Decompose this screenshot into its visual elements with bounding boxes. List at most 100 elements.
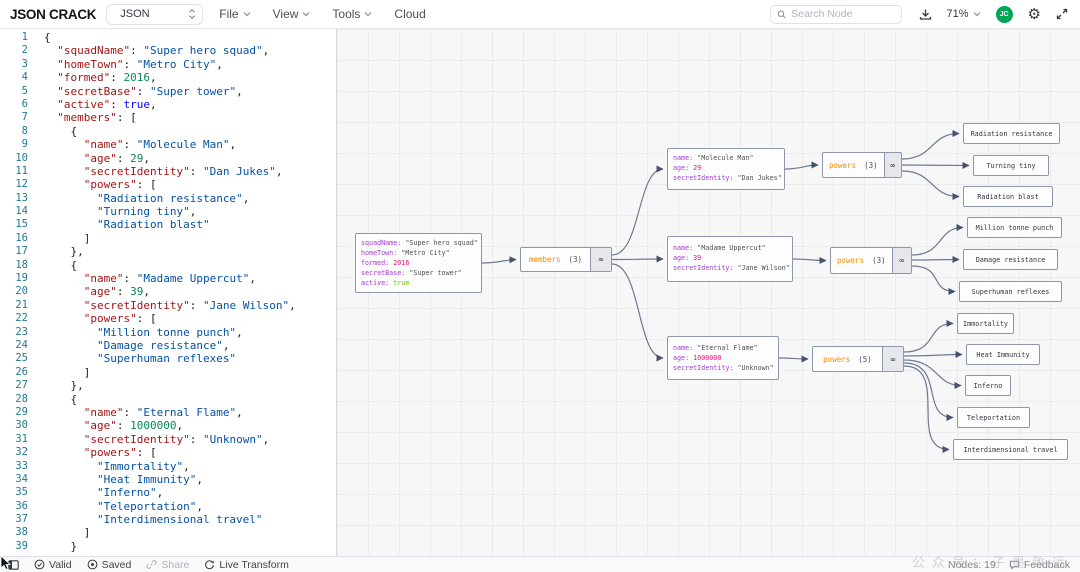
menu-file[interactable]: File bbox=[219, 7, 251, 21]
menu-bar: File View Tools Cloud bbox=[219, 7, 426, 21]
format-select[interactable]: JSON bbox=[106, 3, 204, 25]
graph-leaf-radiation-resistance[interactable]: Radiation resistance bbox=[963, 123, 1060, 144]
graph-node-root[interactable]: squadName"Super hero squad"homeTown"Metr… bbox=[355, 233, 482, 293]
line-number: 39 bbox=[15, 539, 28, 552]
graph-leaf-immortality[interactable]: Immortality bbox=[957, 313, 1014, 334]
graph-node-eternal-flame[interactable]: name"Eternal Flame"age1000000secretIdent… bbox=[667, 336, 779, 380]
graph-leaf-radiation-blast[interactable]: Radiation blast bbox=[963, 186, 1053, 207]
line-number: 23 bbox=[15, 325, 28, 338]
settings-button[interactable]: ⚙ bbox=[1028, 7, 1041, 22]
user-avatar[interactable]: JC bbox=[995, 5, 1013, 23]
graph-node-madame-uppercut[interactable]: name"Madame Uppercut"age39secretIdentity… bbox=[667, 236, 793, 282]
code-line: 13 "Radiation resistance", bbox=[0, 192, 336, 205]
line-number: 21 bbox=[15, 298, 28, 311]
code-line: 8 { bbox=[0, 125, 336, 138]
code-line: 14 "Turning tiny", bbox=[0, 205, 336, 218]
link-icon: ∞ bbox=[598, 255, 604, 264]
line-number: 19 bbox=[15, 272, 28, 285]
code-line: 4 "formed": 2016, bbox=[0, 71, 336, 84]
app-logo[interactable]: JSON CRACK bbox=[10, 6, 97, 22]
line-number: 37 bbox=[15, 513, 28, 526]
feedback-button[interactable]: Feedback bbox=[1009, 559, 1070, 571]
share-link-icon bbox=[146, 560, 157, 569]
graph-node-powers-3[interactable]: powers (5) ∞ bbox=[812, 346, 904, 372]
code-line: 16 ] bbox=[0, 232, 336, 245]
line-number: 31 bbox=[15, 432, 28, 445]
menu-tools[interactable]: Tools bbox=[332, 7, 372, 21]
chevron-down-icon bbox=[364, 12, 372, 17]
menu-view[interactable]: View bbox=[273, 7, 311, 21]
code-line: 9 "name": "Molecule Man", bbox=[0, 138, 336, 151]
line-number: 18 bbox=[15, 258, 28, 271]
graph-leaf-million-tonne-punch[interactable]: Million tonne punch bbox=[967, 217, 1062, 238]
code-line: 7 "members": [ bbox=[0, 111, 336, 124]
zoom-control[interactable]: 71% bbox=[947, 8, 981, 20]
code-line: 30 "age": 1000000, bbox=[0, 419, 336, 432]
code-line: 12 "powers": [ bbox=[0, 178, 336, 191]
line-number: 20 bbox=[15, 285, 28, 298]
graph-node-powers-1[interactable]: powers (3) ∞ bbox=[822, 152, 902, 178]
autosave-icon bbox=[87, 559, 97, 570]
graph-node-molecule-man[interactable]: name"Molecule Man"age29secretIdentity"Da… bbox=[667, 148, 785, 190]
line-number: 17 bbox=[15, 245, 28, 258]
live-transform-toggle[interactable]: Live Transform bbox=[204, 559, 289, 571]
code-line: 22 "powers": [ bbox=[0, 312, 336, 325]
menu-cloud[interactable]: Cloud bbox=[394, 7, 426, 21]
refresh-icon bbox=[205, 560, 215, 570]
line-number: 27 bbox=[15, 379, 28, 392]
code-line: 10 "age": 29, bbox=[0, 152, 336, 165]
line-number: 30 bbox=[15, 419, 28, 432]
line-number: 12 bbox=[15, 178, 28, 191]
graph-canvas[interactable]: squadName"Super hero squad"homeTown"Metr… bbox=[337, 29, 1080, 556]
line-number: 11 bbox=[15, 164, 28, 177]
json-editor[interactable]: 1{2 "squadName": "Super hero squad",3 "h… bbox=[0, 29, 337, 556]
collapse-node-button[interactable]: ∞ bbox=[590, 248, 611, 271]
search-icon bbox=[777, 9, 786, 19]
graph-leaf-interdimensional-travel[interactable]: Interdimensional travel bbox=[953, 439, 1068, 460]
download-button[interactable] bbox=[919, 8, 932, 21]
collapse-node-button[interactable]: ∞ bbox=[891, 248, 911, 273]
code-line: 36 "Teleportation", bbox=[0, 500, 336, 513]
collapse-node-button[interactable]: ∞ bbox=[882, 347, 903, 371]
graph-node-powers-2[interactable]: powers (3) ∞ bbox=[830, 247, 912, 274]
collapse-node-button[interactable]: ∞ bbox=[883, 153, 901, 177]
line-number: 8 bbox=[21, 124, 28, 137]
code-line: 19 "name": "Madame Uppercut", bbox=[0, 272, 336, 285]
node-count: (3) bbox=[872, 256, 886, 265]
code-line: 33 "Immortality", bbox=[0, 460, 336, 473]
line-number: 5 bbox=[21, 84, 28, 97]
code-line: 18 { bbox=[0, 259, 336, 272]
node-count: (3) bbox=[568, 255, 583, 264]
fullscreen-button[interactable] bbox=[1056, 8, 1068, 20]
graph-leaf-superhuman-reflexes[interactable]: Superhuman reflexes bbox=[959, 281, 1062, 302]
line-number: 24 bbox=[15, 338, 28, 351]
code-line: 29 "name": "Eternal Flame", bbox=[0, 406, 336, 419]
graph-leaf-damage-resistance[interactable]: Damage resistance bbox=[963, 249, 1058, 270]
chevron-down-icon bbox=[302, 12, 310, 17]
line-number: 26 bbox=[15, 365, 28, 378]
search-node-box bbox=[769, 4, 902, 24]
graph-leaf-heat-immunity[interactable]: Heat Immunity bbox=[966, 344, 1040, 365]
line-number: 36 bbox=[15, 499, 28, 512]
line-number: 15 bbox=[15, 218, 28, 231]
graph-leaf-teleportation[interactable]: Teleportation bbox=[957, 407, 1030, 428]
line-number: 3 bbox=[21, 57, 28, 70]
node-label: powers bbox=[837, 256, 865, 265]
line-number: 13 bbox=[15, 191, 28, 204]
autosave-toggle[interactable]: Saved bbox=[87, 559, 131, 571]
code-line: 26 ] bbox=[0, 366, 336, 379]
node-label: members bbox=[528, 255, 561, 264]
graph-node-members[interactable]: members (3) ∞ bbox=[520, 247, 612, 272]
code-line: 27 }, bbox=[0, 379, 336, 392]
search-node-input[interactable] bbox=[791, 8, 895, 20]
zoom-level: 71% bbox=[946, 8, 969, 20]
valid-indicator[interactable]: Valid bbox=[34, 559, 72, 571]
graph-leaf-turning-tiny[interactable]: Turning tiny bbox=[973, 155, 1049, 176]
share-button[interactable]: Share bbox=[146, 559, 189, 571]
code-line: 32 "powers": [ bbox=[0, 446, 336, 459]
sidebar-toggle-button[interactable] bbox=[8, 559, 19, 570]
node-count: (3) bbox=[864, 160, 878, 170]
code-line: 23 "Million tonne punch", bbox=[0, 326, 336, 339]
graph-leaf-inferno[interactable]: Inferno bbox=[965, 375, 1011, 396]
